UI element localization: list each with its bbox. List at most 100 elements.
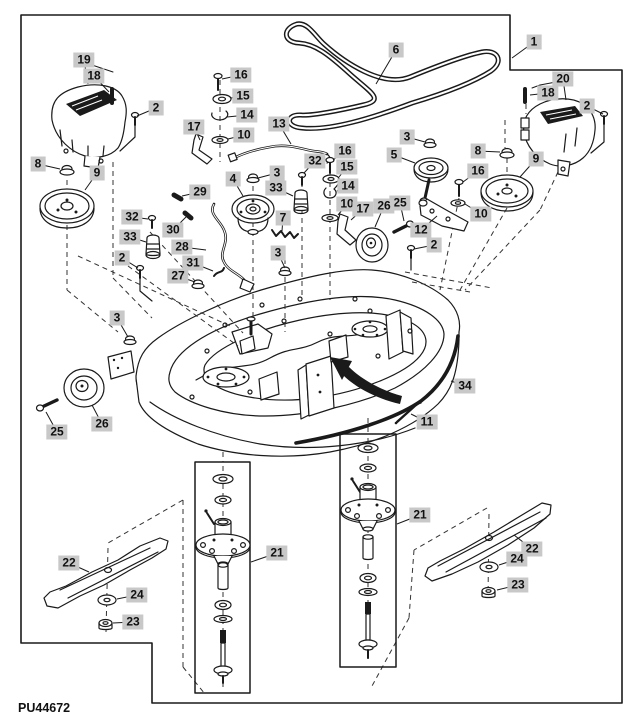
gauge-wheel-right: [355, 227, 389, 263]
nut-3-above-idler: [423, 138, 437, 149]
hardware-stack-right: [450, 178, 466, 207]
callout-9: 9: [89, 165, 105, 181]
spindle-box-center: [194, 461, 251, 694]
callout-1: 1: [526, 34, 542, 50]
deck-bolts: [189, 296, 413, 400]
callout-21: 21: [266, 545, 288, 561]
callout-17: 17: [352, 201, 374, 217]
callout-31: 31: [182, 255, 204, 271]
lift-link-rod-28: [211, 202, 255, 293]
callout-4: 4: [225, 171, 241, 187]
callout-18: 18: [537, 85, 559, 101]
right-belt-cover: [520, 87, 596, 177]
callout-10: 10: [233, 127, 255, 143]
callout-23: 23: [507, 577, 529, 593]
callout-12: 12: [410, 222, 432, 238]
drive-belt: [283, 21, 501, 131]
callout-24: 24: [126, 587, 148, 603]
left-belt-cover: [51, 84, 127, 169]
callout-28: 28: [171, 239, 193, 255]
callout-16: 16: [230, 67, 252, 83]
callout-3: 3: [269, 165, 285, 181]
clip-31: [213, 267, 225, 277]
callout-3: 3: [399, 129, 415, 145]
blade-nut-left: [98, 618, 113, 631]
flange-nut-right: [499, 147, 515, 159]
flange-nut-left: [59, 164, 75, 176]
callout-32: 32: [121, 209, 143, 225]
nut-3-above-pulley4: [246, 173, 260, 184]
callout-26: 26: [373, 198, 395, 214]
screw-32-center: [297, 171, 307, 186]
callout-14: 14: [337, 178, 359, 194]
callout-33: 33: [119, 229, 141, 245]
callout-8: 8: [470, 143, 486, 159]
wheel-bracket: [107, 350, 135, 380]
bolt-2c-tail: [139, 277, 153, 302]
flat-pulley-left: [39, 188, 95, 229]
hardware-stack-left: [211, 72, 232, 145]
idler-arm-12: [418, 198, 469, 232]
callout-13: 13: [268, 116, 290, 132]
bolt-2-right-cover: [590, 110, 609, 154]
deck-left-spindle-plate: [202, 366, 250, 388]
spacer-33-left: [145, 234, 161, 260]
callout-3: 3: [109, 310, 125, 326]
nut-3-below-spring: [278, 266, 292, 277]
callout-23: 23: [122, 614, 144, 630]
deck-right-spindle-plate: [351, 320, 389, 338]
callout-7: 7: [275, 210, 291, 226]
callout-8: 8: [30, 156, 46, 172]
callout-2: 2: [426, 237, 442, 253]
nut-27: [191, 279, 205, 290]
callout-3: 3: [270, 245, 286, 261]
blade-nut-right: [481, 586, 496, 599]
callout-11: 11: [416, 414, 438, 430]
callout-15: 15: [232, 88, 254, 104]
callout-17: 17: [183, 119, 205, 135]
diagram-border: [20, 14, 623, 704]
callout-29: 29: [189, 184, 211, 200]
callout-27: 27: [167, 268, 189, 284]
gauge-wheel-left: [63, 368, 105, 408]
callout-2: 2: [579, 98, 595, 114]
callout-32: 32: [304, 153, 326, 169]
wheel-bolt-left: [35, 398, 59, 412]
mower-blade-left: [43, 537, 169, 609]
callout-9: 9: [528, 151, 544, 167]
mower-blade-right: [424, 502, 552, 582]
spindle-pulley-4: [231, 194, 275, 236]
bolt-2-left-lower: [135, 264, 145, 279]
cotter-pin-11: [394, 402, 422, 425]
callout-34: 34: [454, 378, 476, 394]
flat-pulley-right: [480, 174, 534, 212]
callout-6: 6: [388, 42, 404, 58]
callout-19: 19: [73, 52, 95, 68]
spacer-33-center: [293, 189, 309, 215]
spindle-box-right: [339, 433, 397, 668]
spring-7: [271, 229, 299, 239]
callout-2: 2: [114, 250, 130, 266]
blade-washer-right: [479, 561, 499, 573]
pin-30: [182, 210, 194, 221]
callout-15: 15: [336, 159, 358, 175]
callout-2: 2: [148, 100, 164, 116]
callout-10: 10: [470, 206, 492, 222]
callout-33: 33: [265, 180, 287, 196]
bracket-17-right: [336, 213, 357, 246]
screw-32-left: [147, 214, 157, 229]
callout-18: 18: [83, 68, 105, 84]
callout-10: 10: [336, 196, 358, 212]
blade-washer-left: [97, 594, 117, 606]
callout-20: 20: [552, 71, 574, 87]
pin-29: [171, 192, 184, 202]
callout-14: 14: [236, 107, 258, 123]
callout-5: 5: [386, 147, 402, 163]
bracket-17-left: [191, 133, 213, 165]
nut-3-left-deck: [123, 335, 137, 346]
callout-16: 16: [334, 143, 356, 159]
part-code-label: PU44672: [18, 701, 71, 715]
callout-22: 22: [58, 555, 80, 571]
